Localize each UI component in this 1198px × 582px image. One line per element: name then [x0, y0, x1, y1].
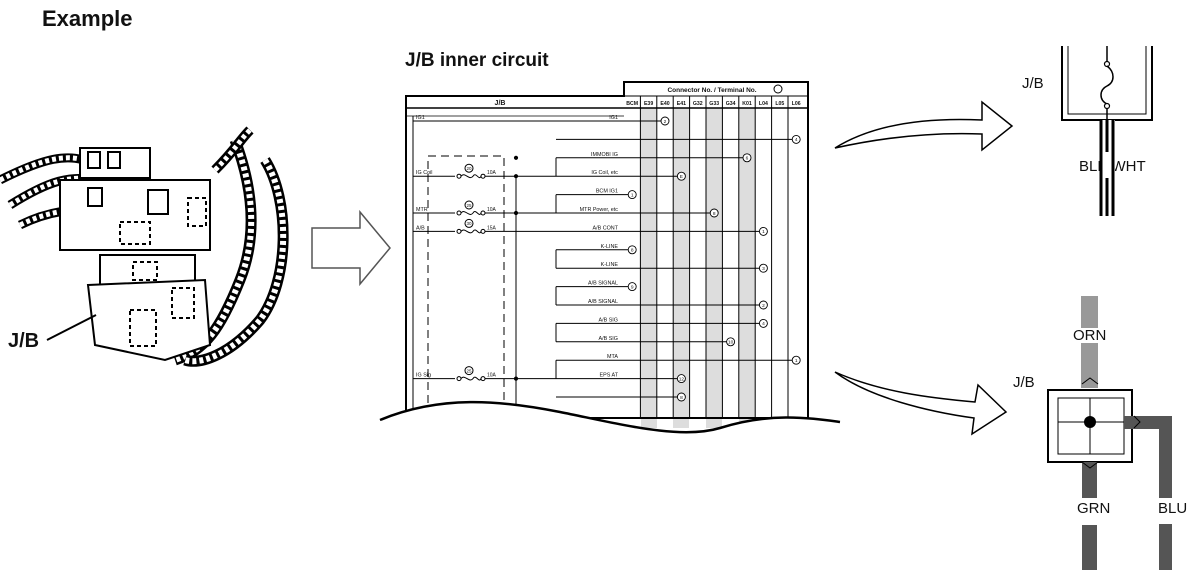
circuit-destination-label: A/B SIG	[599, 336, 618, 342]
circuit-source-label: MTR	[416, 207, 428, 213]
right-arrow-icon	[311, 209, 391, 287]
table-header-right: Connector No. / Terminal No.	[667, 87, 756, 94]
circuit-destination-label: K-LINE	[601, 244, 619, 250]
terminal-number: 3	[762, 266, 765, 272]
circuit-destination-label: MTA	[607, 354, 618, 360]
connector-column-header: G33	[709, 101, 719, 107]
circuit-destination-label: K-LINE	[601, 262, 619, 268]
circuit-destination-label: MTR Power, etc	[580, 207, 619, 213]
table-header-left: J/B	[495, 100, 506, 107]
circuit-destination-label: EPS AT	[600, 373, 619, 379]
fuse-amperage: 10A	[487, 170, 497, 176]
terminal-number: E	[680, 174, 683, 180]
circuit-destination-label: BCM IG1	[596, 189, 618, 195]
circuit-destination-label: IG Coil, etc	[591, 170, 618, 176]
circuit-source-label: IG Sig	[416, 373, 431, 379]
circuit-source-label: A/B	[416, 225, 425, 231]
splice-right-wire-label: BLU	[1158, 500, 1188, 517]
circuit-destination-label: IMMOBI IG	[591, 152, 618, 158]
connector-column-header: E39	[644, 101, 653, 107]
section-title: J/B inner circuit	[405, 50, 549, 71]
terminal-number: 2	[664, 119, 667, 125]
fuse-number: 30	[466, 221, 472, 226]
fuse-amperage: 10A	[487, 373, 497, 379]
page-heading: Example	[42, 6, 133, 31]
splice-jb-label: J/B	[1013, 374, 1035, 391]
fuse-number: 25	[466, 368, 472, 373]
connector-column-header: K01	[742, 101, 752, 107]
circuit-destination-label: A/B SIG	[599, 317, 618, 323]
connector-column-header: E41	[677, 101, 686, 107]
fuse-amperage: 10A	[487, 207, 497, 213]
connector-column-header: L05	[775, 101, 784, 107]
fuse-number: 20	[466, 166, 472, 171]
fuse-number: 25	[466, 203, 472, 208]
connector-column-header: G32	[693, 101, 703, 107]
curved-arrow-lower	[834, 371, 1008, 436]
terminal-number: 2	[762, 303, 765, 309]
terminal-number: 1	[795, 358, 798, 364]
jb-component-label: J/B	[8, 330, 40, 352]
circuit-source-label: IG1	[416, 115, 425, 121]
circuit-destination-label: A/B SIGNAL	[588, 281, 618, 287]
circuit-destination-label: IG1	[609, 115, 618, 121]
curved-arrow-upper	[834, 100, 1014, 152]
terminal-number: 6	[746, 156, 749, 162]
terminal-number: 8	[680, 395, 683, 401]
terminal-number: 1	[631, 192, 634, 198]
splice-detail	[1047, 296, 1172, 570]
splice-bottom-wire-label: GRN	[1077, 500, 1111, 517]
terminal-number: 8	[713, 211, 716, 217]
fuse-detail-jb-label: J/B	[1022, 75, 1044, 92]
connector-column-header: L06	[792, 101, 801, 107]
connector-column-header: L04	[759, 101, 768, 107]
fuse-detail	[1061, 46, 1153, 218]
connector-column-header: G34	[726, 101, 736, 107]
terminal-number: 4	[795, 137, 798, 143]
terminal-number: 12	[679, 376, 685, 382]
connector-column-header: E40	[660, 101, 669, 107]
terminal-number: 8	[631, 248, 634, 254]
circuit-source-label: IG Coil	[416, 170, 432, 176]
splice-top-wire-label: ORN	[1073, 327, 1107, 344]
circuit-destination-label: A/B SIGNAL	[588, 299, 618, 305]
jb-illustration	[0, 126, 289, 367]
connector-column-header: BCM	[626, 101, 638, 107]
terminal-number: 10	[728, 340, 734, 346]
terminal-number: 1	[762, 229, 765, 235]
terminal-number: 9	[631, 284, 634, 290]
fuse-amperage: 15A	[487, 225, 497, 231]
terminal-number: 4	[762, 321, 765, 327]
circuit-destination-label: A/B CONT	[593, 225, 619, 231]
